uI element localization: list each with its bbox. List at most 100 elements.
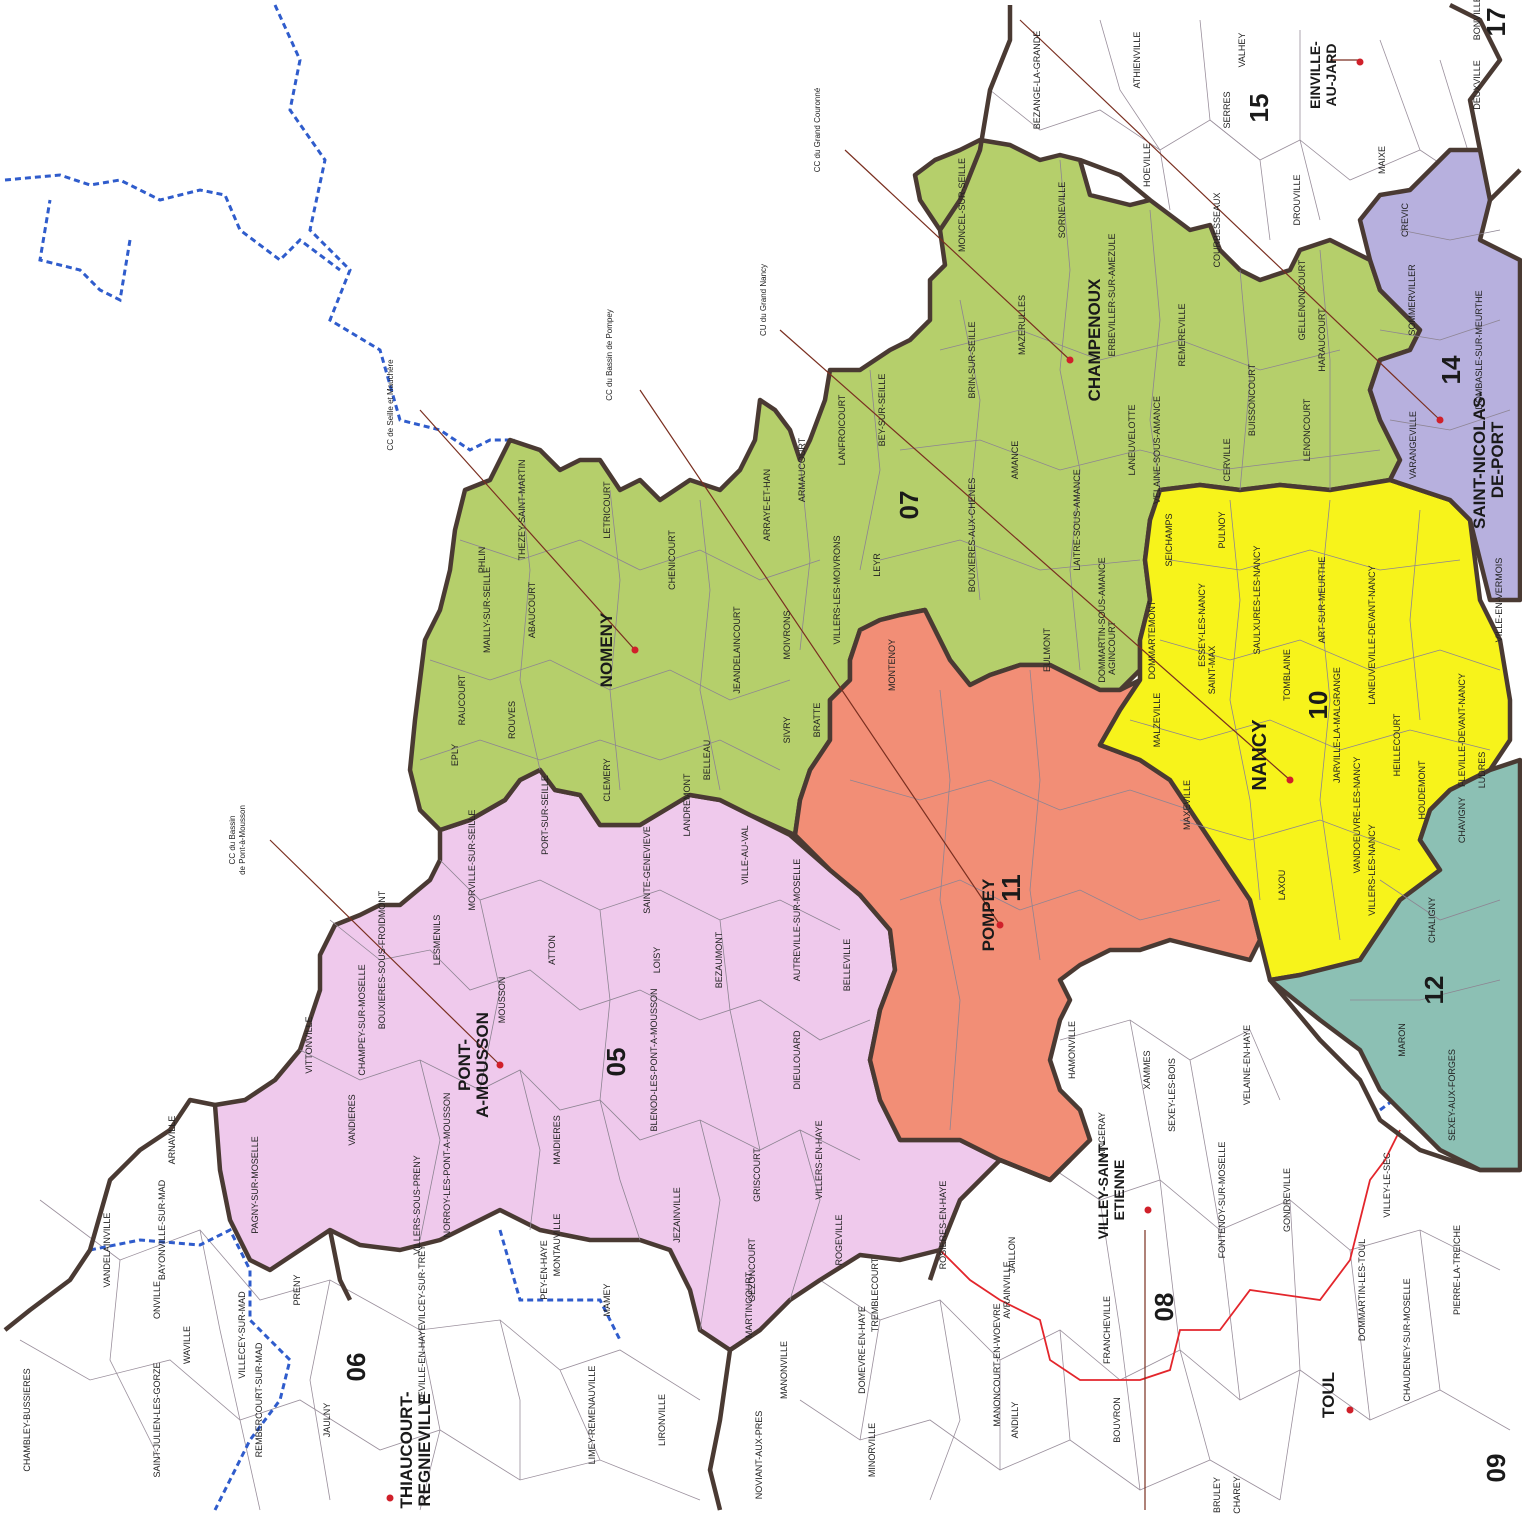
commune-label: BEY-SUR-SEILLE <box>877 374 887 447</box>
commune-label: MALZEVILLE <box>1152 693 1162 748</box>
commune-label: LAXOU <box>1277 870 1287 901</box>
commune-label: VANDELAINVILLE <box>102 1213 112 1288</box>
commune-label: SEICHAMPS <box>1164 513 1174 566</box>
commune-label: JEANDELAINCOURT <box>732 606 742 694</box>
commune-label: PIERRE-LA-TREICHE <box>1452 1225 1462 1315</box>
commune-label: VILLERS-SOUS-PRENY <box>412 1155 422 1255</box>
commune-labels: PAGNY-SUR-MOSELLE VANDIERES VILLERS-SOUS-P… <box>22 0 1504 1514</box>
town-toul: TOUL <box>1319 1372 1338 1418</box>
leader-lines <box>269 19 1441 1510</box>
commune-label: PAGNY-SUR-MOSELLE <box>250 1136 260 1234</box>
commune-label: EULMONT <box>1042 628 1052 673</box>
commune-label: CHAUDENEY-SUR-MOSELLE <box>1402 1278 1412 1401</box>
commune-label: GELLENONCOURT <box>1297 259 1307 340</box>
commune-label: BELLEAU <box>702 740 712 781</box>
commune-label: BEZANGE-LA-GRANDE <box>1032 31 1042 130</box>
commune-label: DOMBASLE-SUR-MEURTHE <box>1474 290 1484 409</box>
commune-label: AMANCE <box>1010 441 1020 480</box>
cc-label-grand-nancy: CU du Grand Nancy <box>759 264 768 336</box>
commune-label: VILLE-EN-VERMOIS <box>1494 558 1504 643</box>
commune-label: VILLERS-LES-NANCY <box>1367 824 1377 916</box>
commune-label: MORVILLE-SUR-SEILLE <box>467 810 477 911</box>
town-saint-nicolas-de-port: SAINT-NICOLAS-DE-PORT <box>1470 391 1507 529</box>
commune-label: CLEMERY <box>602 758 612 801</box>
commune-label: JARVILLE-LA-MALGRANGE <box>1332 667 1342 783</box>
commune-borders <box>299 159 1511 1331</box>
commune-label: SOMMERVILLER <box>1407 264 1417 336</box>
commune-mesh <box>19 19 1511 1511</box>
commune-label: VILCEY-SUR-TREY <box>417 1245 427 1325</box>
commune-label: AUTREVILLE-SUR-MOSELLE <box>792 859 802 982</box>
commune-label: LIMEY-REMENAUVILLE <box>587 1366 597 1465</box>
commune-label: LETRICOURT <box>602 481 612 539</box>
town-thiaucourt-regnieville: THIAUCOURT-REGNIEVILLE <box>397 1391 434 1508</box>
commune-label: MANONCOURT-EN-WOEVRE <box>992 1303 1002 1426</box>
commune-label: VARANGEVILLE <box>1408 411 1418 479</box>
commune-label: BRULEY <box>1212 1477 1222 1513</box>
commune-label: JAULNY <box>322 1403 332 1438</box>
commune-label: MANONVILLE <box>779 1341 789 1399</box>
commune-label: MONTAUVILLE <box>552 1214 562 1277</box>
commune-label: LIRONVILLE <box>657 1394 667 1446</box>
district-number-06: 06 <box>341 1353 371 1382</box>
commune-label: HEILLECOURT <box>1392 713 1402 776</box>
commune-label: AINGERAY <box>1097 1112 1107 1158</box>
commune-label: NORROY-LES-PONT-A-MOUSSON <box>442 1093 452 1238</box>
commune-label: BELLEVILLE <box>842 939 852 992</box>
commune-label: DOMMARTIN-LES-TOUL <box>1357 1239 1367 1341</box>
district-14 <box>1357 147 1522 603</box>
district-12 <box>1267 757 1522 1173</box>
cc-label-pont-a-mousson: CC du Bassinde Pont-à-Mousson <box>228 805 247 875</box>
commune-label: ARMAUCOURT <box>797 437 807 502</box>
commune-label: BRATTE <box>812 703 822 738</box>
commune-label: MOIVRONS <box>782 610 792 659</box>
commune-label: FLEVILLE-DEVANT-NANCY <box>1457 673 1467 787</box>
commune-label: MAIXE <box>1377 146 1387 174</box>
commune-label: VITTONVILLE <box>304 1016 314 1073</box>
commune-label: SEXEY-AUX-FORGES <box>1447 1049 1457 1141</box>
commune-label: ROGEVILLE <box>834 1214 844 1265</box>
commune-label: CREVIC <box>1400 203 1410 238</box>
commune-label: ONVILLE <box>152 1281 162 1319</box>
commune-label: HOEVILLE <box>1142 143 1152 187</box>
commune-label: NOVIANT-AUX-PRES <box>754 1411 764 1500</box>
commune-label: JAILLON <box>1007 1237 1017 1274</box>
commune-label: HAMONVILLE <box>1067 1021 1077 1079</box>
commune-label: VILLECEY-SUR-MAD <box>237 1291 247 1379</box>
commune-label: HARAUCOURT <box>1317 308 1327 372</box>
commune-label: VILLEY-LE-SEC <box>1382 1152 1392 1218</box>
district-number-14: 14 <box>1436 355 1466 384</box>
commune-label: PRENY <box>292 1274 302 1305</box>
commune-label: VILLE-AU-VAL <box>740 825 750 884</box>
commune-label: ATHIENVILLE <box>1132 32 1142 89</box>
commune-label: SAINTE-GENEVIEVE <box>642 826 652 914</box>
commune-label: GEZONCOURT <box>747 1238 757 1302</box>
commune-label: COURBESSEAUX <box>1212 192 1222 267</box>
district-number-11: 11 <box>996 874 1026 902</box>
commune-label: BRIN-SUR-SEILLE <box>967 321 977 398</box>
commune-label: MONCEL-SUR-SEILLE <box>957 158 967 252</box>
commune-label: ERBEVILLER-SUR-AMEZULE <box>1107 233 1117 356</box>
commune-label: ESSEY-LES-NANCY <box>1197 583 1207 667</box>
commune-label: GONDREVILLE <box>1282 1168 1292 1232</box>
commune-label: VELAINE-SOUS-AMANCE <box>1152 396 1162 504</box>
commune-label: WAVILLE <box>182 1326 192 1364</box>
commune-label: CERVILLE <box>1222 438 1232 481</box>
district-numbers: 05 07 10 11 12 14 15 06 08 09 17 <box>341 8 1511 1483</box>
commune-label: MAZERULLES <box>1017 295 1027 355</box>
district-number-12: 12 <box>1419 976 1449 1005</box>
commune-label: SIVRY <box>782 717 792 744</box>
commune-label: DOMEVRE-EN-HAYE <box>857 1306 867 1394</box>
commune-label: VANDIERES <box>347 1094 357 1145</box>
commune-label: VANDOEUVRE-LES-NANCY <box>1352 757 1362 874</box>
commune-label: ARNAVILLE <box>167 1116 177 1165</box>
commune-label: CHENICOURT <box>667 530 677 590</box>
district-number-05: 05 <box>601 1048 631 1077</box>
town-champenoux: CHAMPENOUX <box>1085 278 1104 401</box>
commune-label: EPLY <box>450 744 460 766</box>
district-number-17: 17 <box>1481 8 1511 37</box>
commune-label: AGINCOURT <box>1107 621 1117 675</box>
commune-label: LENONCOURT <box>1302 398 1312 461</box>
